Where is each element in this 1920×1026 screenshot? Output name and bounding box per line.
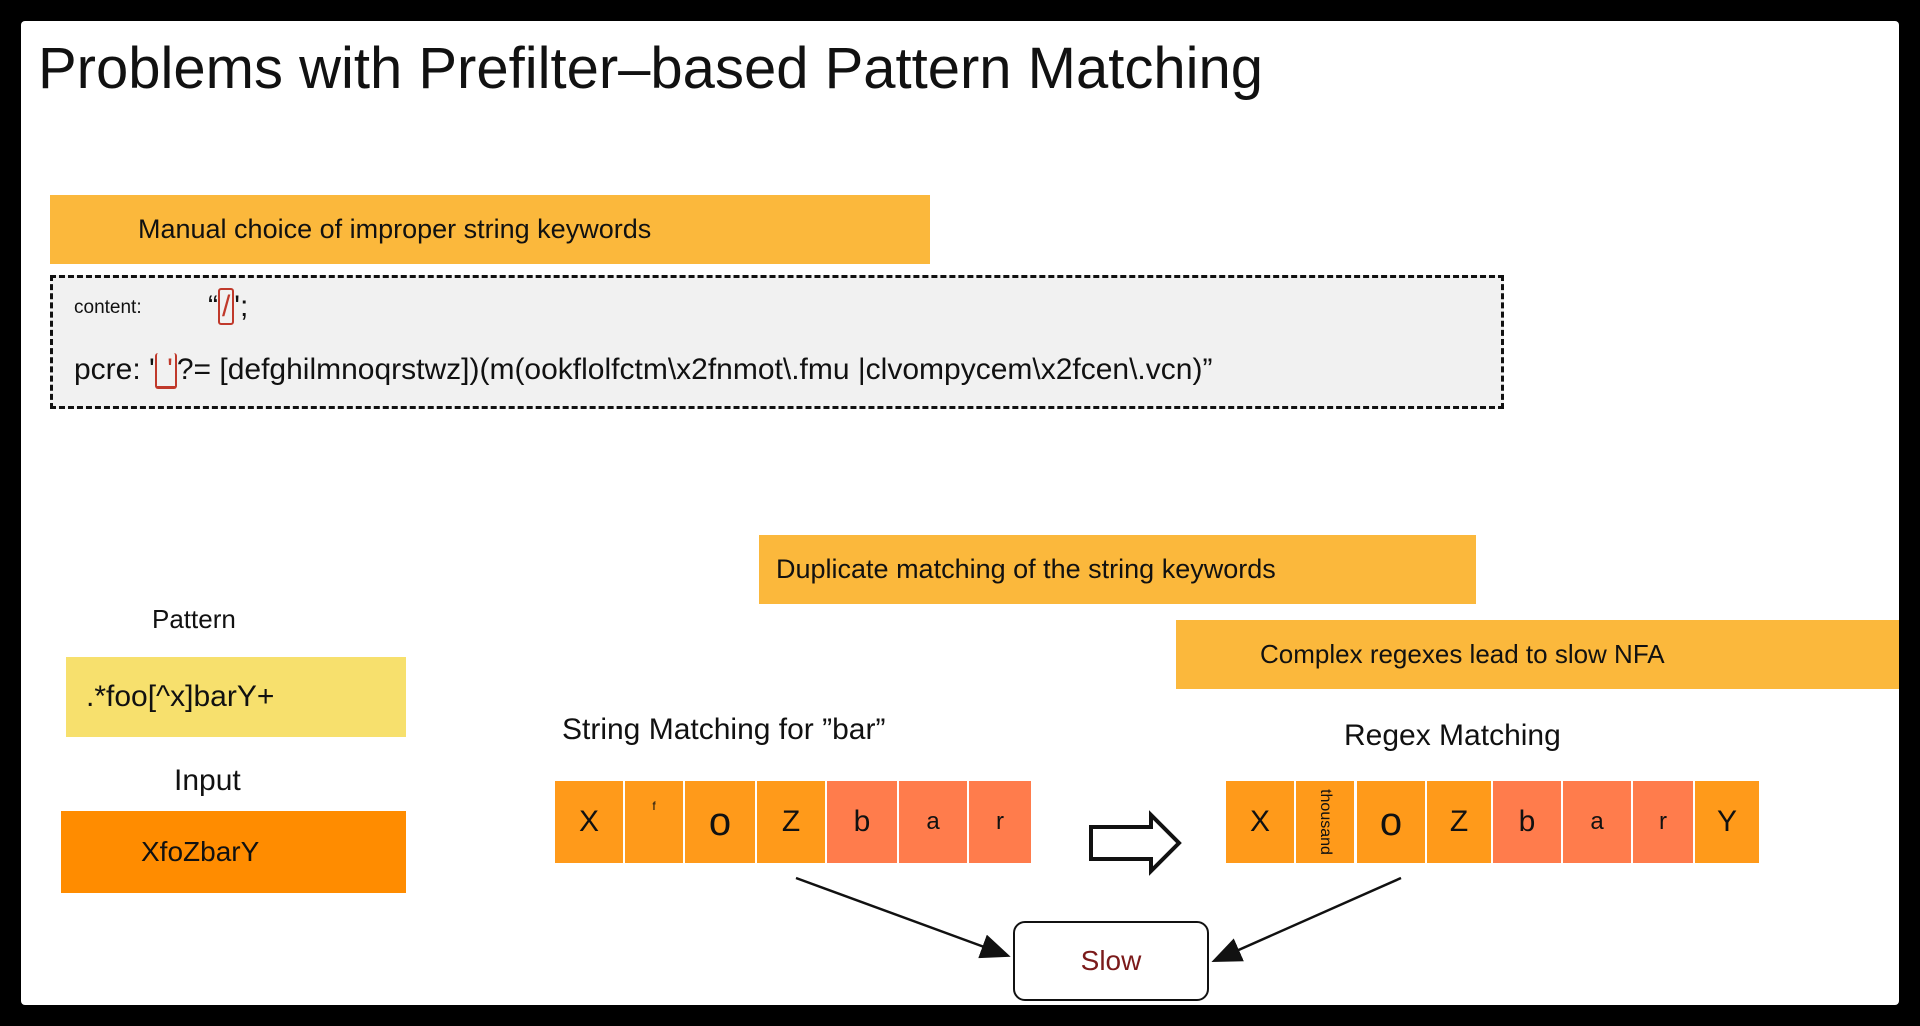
- slide: Problems with Prefilter–based Pattern Ma…: [21, 21, 1899, 1005]
- regex-cell: a: [1563, 781, 1631, 863]
- regex-cell: X: [1226, 781, 1294, 863]
- regex-cell: o: [1357, 781, 1425, 863]
- string-cell: f: [625, 781, 683, 863]
- right-arrow-icon: [1089, 810, 1182, 876]
- arrows-overlay: [795, 810, 1402, 963]
- banner-duplicate-matching: Duplicate matching of the string keyword…: [759, 535, 1476, 604]
- slide-title: Problems with Prefilter–based Pattern Ma…: [38, 36, 1264, 101]
- pcre-prefix: pcre: ': [74, 353, 155, 386]
- string-cell: r: [969, 781, 1031, 863]
- regex-cell: b: [1493, 781, 1561, 863]
- content-label: content:: [74, 297, 142, 319]
- pcre-line: pcre: ' '?= [defghilmnoqrstwz])(m(ookflo…: [74, 353, 1213, 389]
- banner-complex-regex-text: Complex regexes lead to slow NFA: [1260, 639, 1665, 669]
- regex-cell: Z: [1427, 781, 1491, 863]
- string-cell: a: [899, 781, 967, 863]
- content-line: content: “/';: [74, 288, 249, 325]
- pcre-rest: ?= [defghilmnoqrstwz])(m(ookflolfctm\x2f…: [176, 353, 1213, 386]
- string-to-slow-arrow: [795, 876, 1011, 959]
- pattern-value: .*foo[^x]barY+: [86, 680, 275, 713]
- pattern-box: .*foo[^x]barY+: [66, 657, 406, 737]
- input-value: XfoZbarY: [141, 836, 260, 867]
- string-cell: X: [555, 781, 623, 863]
- content-close: ';: [234, 290, 249, 323]
- regex-cell: thousand: [1296, 781, 1354, 863]
- slow-box: Slow: [1013, 921, 1209, 1001]
- string-cell: Z: [757, 781, 825, 863]
- pcre-mark-highlight: ': [154, 353, 177, 389]
- string-cell: o: [685, 781, 755, 863]
- content-open-quote: “: [207, 290, 218, 323]
- regex-cell: r: [1633, 781, 1693, 863]
- slow-label: Slow: [1080, 945, 1142, 976]
- banner-manual-keywords-text: Manual choice of improper string keyword…: [138, 214, 652, 244]
- regex-matching-label: Regex Matching: [1344, 719, 1561, 752]
- input-label: Input: [174, 764, 241, 797]
- banner-complex-regex: Complex regexes lead to slow NFA: [1176, 620, 1899, 689]
- pattern-label: Pattern: [152, 604, 236, 634]
- input-box: XfoZbarY: [61, 811, 406, 893]
- banner-duplicate-matching-text: Duplicate matching of the string keyword…: [776, 554, 1276, 584]
- code-snippet-box: content: “/'; pcre: ' '?= [defghilmnoqrs…: [50, 275, 1504, 409]
- regex-to-slow-arrow: [1211, 876, 1402, 963]
- string-cell: b: [827, 781, 897, 863]
- content-keyword-highlight: /: [217, 288, 235, 325]
- banner-manual-keywords: Manual choice of improper string keyword…: [50, 195, 930, 264]
- string-matching-label: String Matching for ”bar”: [562, 713, 886, 746]
- regex-cell: Y: [1695, 781, 1759, 863]
